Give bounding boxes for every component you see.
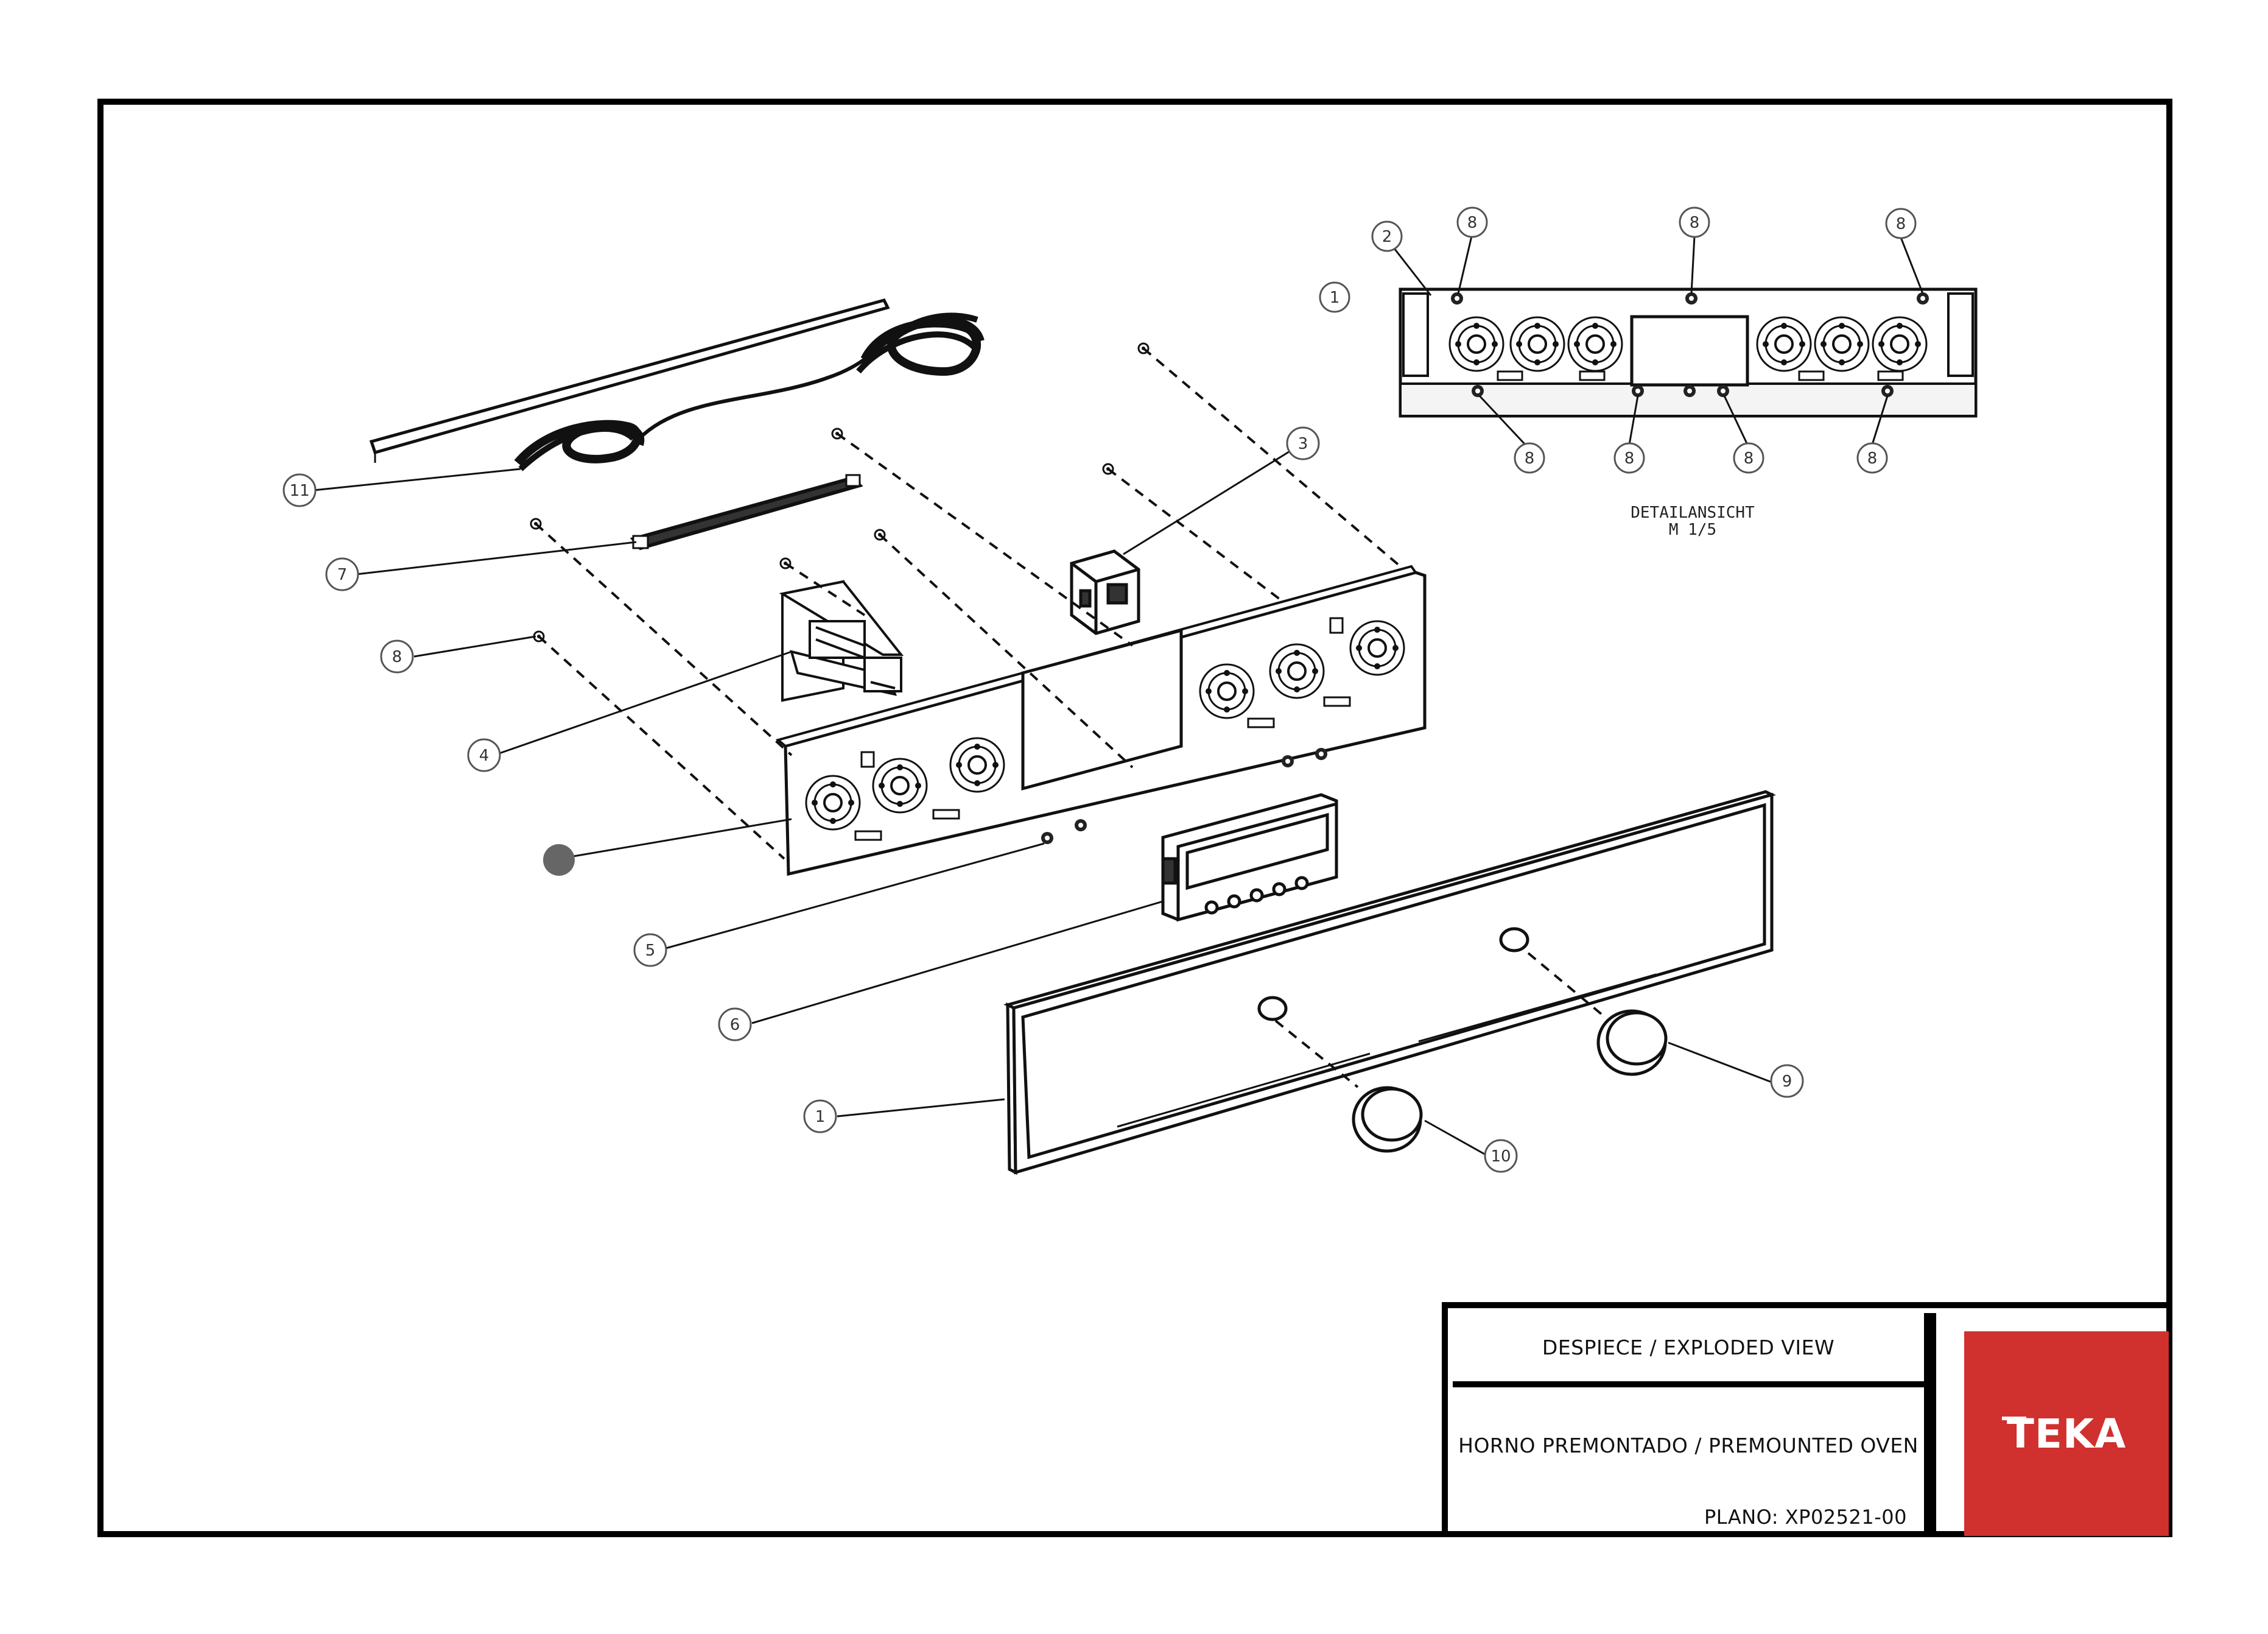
svg-text:1: 1	[815, 1108, 826, 1126]
callout-6: 6	[718, 1007, 752, 1041]
svg-text:9: 9	[1782, 1072, 1792, 1091]
detail-callout-8-top-3: 8	[1885, 208, 1917, 239]
svg-text:1: 1	[1330, 289, 1340, 307]
display-module-part-6	[1161, 793, 1338, 922]
callout-3: 3	[1286, 426, 1320, 460]
svg-text:8: 8	[392, 648, 402, 666]
svg-text:10: 10	[1490, 1147, 1511, 1166]
svg-text:8: 8	[1624, 449, 1635, 468]
brand-name: TEKA	[2006, 1410, 2127, 1457]
detail-callout-1: 1	[1319, 281, 1350, 313]
svg-text:8: 8	[1744, 449, 1754, 468]
svg-text:5: 5	[645, 942, 656, 960]
svg-text:7: 7	[337, 566, 348, 584]
callout-1: 1	[803, 1099, 837, 1133]
svg-text:8: 8	[1867, 449, 1878, 468]
svg-text:8: 8	[1896, 215, 1906, 233]
knob-part-9	[1596, 1009, 1668, 1076]
description-cell: HORNO PREMONTADO / PREMOUNTED OVEN PLANO…	[1453, 1387, 1930, 1537]
callout-10: 10	[1484, 1139, 1518, 1173]
teka-logo: TEKA	[1964, 1331, 2169, 1536]
svg-text:4: 4	[479, 747, 490, 765]
assembly-lines	[535, 347, 1603, 1088]
callout-5: 5	[633, 933, 667, 967]
view-label: DESPIECE / EXPLODED VIEW	[1542, 1335, 1835, 1359]
view-label-cell: DESPIECE / EXPLODED VIEW	[1453, 1313, 1930, 1387]
plan-number: PLANO: XP02521-00	[1704, 1505, 1907, 1529]
detail-callout-8-bottom-3: 8	[1733, 442, 1764, 474]
callout-11: 11	[283, 473, 317, 507]
detail-view	[1399, 287, 1978, 418]
callout-2-filled	[543, 844, 575, 876]
cable-clamp-strip-part-7	[630, 474, 863, 551]
drawing-border	[97, 99, 2172, 1537]
detail-view-scale: M 1/5	[1669, 521, 1716, 539]
wiring-harness-part-11	[369, 298, 985, 471]
callout-9: 9	[1770, 1064, 1804, 1098]
control-panel-plate	[775, 565, 1427, 876]
svg-text:8: 8	[1525, 449, 1535, 468]
front-panel-part-1	[1003, 790, 1776, 1175]
callout-4: 4	[467, 738, 501, 772]
callout-8: 8	[380, 639, 414, 674]
svg-text:8: 8	[1690, 214, 1700, 232]
title-block: DESPIECE / EXPLODED VIEW HORNO PREMONTAD…	[1442, 1302, 2172, 1537]
svg-text:3: 3	[1298, 435, 1308, 453]
svg-text:2: 2	[1382, 228, 1392, 246]
switch-block-part-4	[779, 580, 904, 702]
knob-part-10	[1352, 1086, 1423, 1153]
detail-view-label: DETAILANSICHT	[1631, 504, 1755, 522]
detail-callout-8-bottom-4: 8	[1856, 442, 1888, 474]
detail-callout-8-bottom-1: 8	[1514, 442, 1545, 474]
logo-cell: TEKA	[1930, 1313, 2172, 1537]
svg-text:6: 6	[730, 1016, 740, 1034]
svg-text:8: 8	[1467, 214, 1478, 232]
leader-lines	[313, 449, 1772, 1156]
detail-callout-8-bottom-2: 8	[1613, 442, 1645, 474]
product-description: HORNO PREMONTADO / PREMOUNTED OVEN	[1458, 1433, 1919, 1457]
detail-callout-8-top-2: 8	[1679, 206, 1710, 238]
svg-text:11: 11	[289, 482, 309, 500]
detail-leader-lines	[1393, 236, 1924, 446]
detail-callout-2: 2	[1371, 220, 1403, 252]
callout-7: 7	[325, 557, 359, 591]
detail-callout-8-top-1: 8	[1456, 206, 1488, 238]
